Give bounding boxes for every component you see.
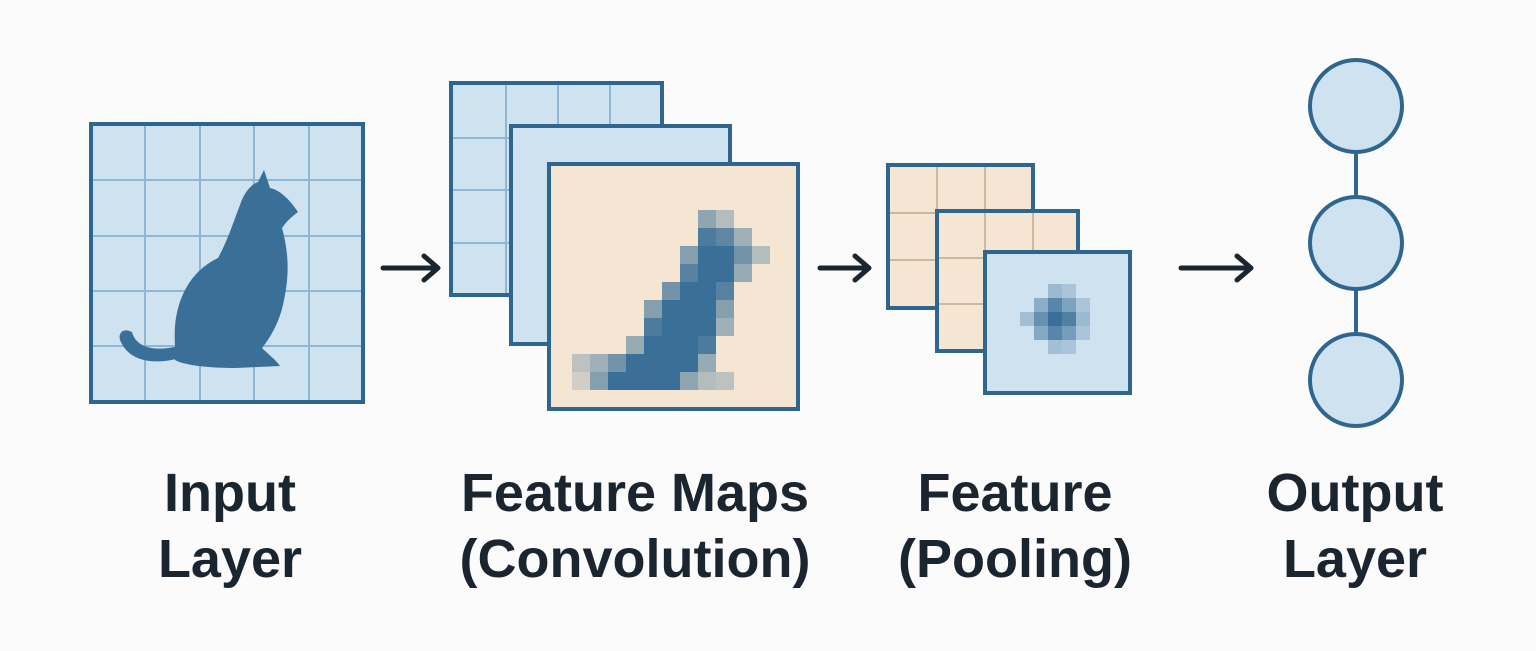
pixel-cell	[752, 246, 770, 264]
pixel-cell	[662, 300, 680, 318]
pixel-cell	[698, 210, 716, 228]
pooled-cell	[1034, 298, 1048, 312]
pixel-cell	[716, 210, 734, 228]
pixel-cell	[698, 354, 716, 372]
right-arrow-icon	[380, 253, 441, 283]
pixel-cell	[716, 282, 734, 300]
pixel-cell	[680, 282, 698, 300]
circle-node-icon	[1308, 332, 1404, 428]
feature-maps-stack	[449, 81, 800, 411]
pixel-cell	[644, 318, 662, 336]
pooled-cell	[1062, 298, 1076, 312]
feature-maps-label-line1: Feature Maps	[460, 463, 810, 523]
pixel-cell	[608, 354, 626, 372]
pooled-blob	[1020, 284, 1090, 354]
right-arrow-icon	[817, 253, 872, 283]
pooled-cell	[1062, 340, 1076, 354]
pixel-cell	[698, 282, 716, 300]
pooling-label: Feature (Pooling)	[880, 460, 1150, 592]
pixel-cell	[698, 246, 716, 264]
input-layer-label-line1: Input	[164, 463, 296, 523]
pixel-cell	[680, 336, 698, 354]
pixel-cell	[590, 372, 608, 390]
pooled-cell	[1034, 312, 1048, 326]
pixel-cell	[626, 354, 644, 372]
pooled-cell	[1062, 326, 1076, 340]
circle-node-icon	[1308, 58, 1404, 154]
pixel-cell	[716, 228, 734, 246]
pixel-cell	[680, 318, 698, 336]
pixel-cell	[662, 354, 680, 372]
pixel-cell	[644, 372, 662, 390]
pixel-cell	[662, 372, 680, 390]
circle-node-icon	[1308, 195, 1404, 291]
pooled-cell	[1076, 326, 1090, 340]
feature-maps-label-line2: (Convolution)	[459, 529, 811, 589]
pixel-cell	[716, 318, 734, 336]
pixel-cell	[716, 246, 734, 264]
input-layer-label-line2: Layer	[157, 529, 303, 589]
pooled-cell	[1020, 312, 1034, 326]
pixel-cell	[644, 300, 662, 318]
right-arrow-icon	[1178, 253, 1254, 283]
pixel-cell	[680, 300, 698, 318]
output-layer-nodes	[1308, 58, 1404, 428]
pixel-cell	[716, 372, 734, 390]
pooling-label-line2: (Pooling)	[898, 529, 1132, 589]
pixel-cell	[680, 372, 698, 390]
pixel-cell	[698, 264, 716, 282]
pixel-cell	[572, 372, 590, 390]
feature-maps-label: Feature Maps (Convolution)	[420, 460, 850, 592]
pool-map-front	[983, 250, 1132, 395]
pixel-cell	[662, 282, 680, 300]
pooled-cell	[1062, 284, 1076, 298]
pixel-cell	[680, 246, 698, 264]
pixel-cell	[608, 372, 626, 390]
pixel-cell	[572, 354, 590, 372]
output-layer-label-line1: Output	[1266, 463, 1444, 523]
output-layer-label-line2: Layer	[1282, 529, 1428, 589]
input-layer-panel	[89, 122, 365, 404]
pooling-label-line1: Feature	[917, 463, 1113, 523]
pooled-cell	[1062, 312, 1076, 326]
pixelated-cat	[572, 210, 770, 390]
pixel-cell	[716, 264, 734, 282]
pixel-cell	[698, 300, 716, 318]
pixel-cell	[698, 372, 716, 390]
pixel-cell	[644, 336, 662, 354]
pixel-cell	[590, 354, 608, 372]
pixel-cell	[734, 264, 752, 282]
pixel-cell	[698, 336, 716, 354]
pooled-cell	[1076, 312, 1090, 326]
pixel-cell	[680, 354, 698, 372]
cat-silhouette-icon	[119, 170, 298, 368]
output-layer-label: Output Layer	[1225, 460, 1485, 592]
pixel-cell	[644, 354, 662, 372]
pooled-cell	[1076, 298, 1090, 312]
pixel-cell	[734, 246, 752, 264]
pixel-cell	[734, 228, 752, 246]
pixel-cell	[662, 336, 680, 354]
pixel-cell	[698, 318, 716, 336]
pixel-cell	[626, 372, 644, 390]
pixel-cell	[698, 228, 716, 246]
pooled-cell	[1034, 326, 1048, 340]
input-layer-label: Input Layer	[100, 460, 360, 592]
pooled-cell	[1048, 312, 1062, 326]
pooled-cell	[1048, 340, 1062, 354]
pooling-maps-stack	[886, 163, 1132, 395]
pixel-cell	[662, 318, 680, 336]
pooled-cell	[1048, 326, 1062, 340]
pooled-cell	[1048, 284, 1062, 298]
feature-map-front	[547, 162, 800, 411]
pixel-cell	[626, 336, 644, 354]
pixel-cell	[716, 300, 734, 318]
pooled-cell	[1048, 298, 1062, 312]
pixel-cell	[680, 264, 698, 282]
